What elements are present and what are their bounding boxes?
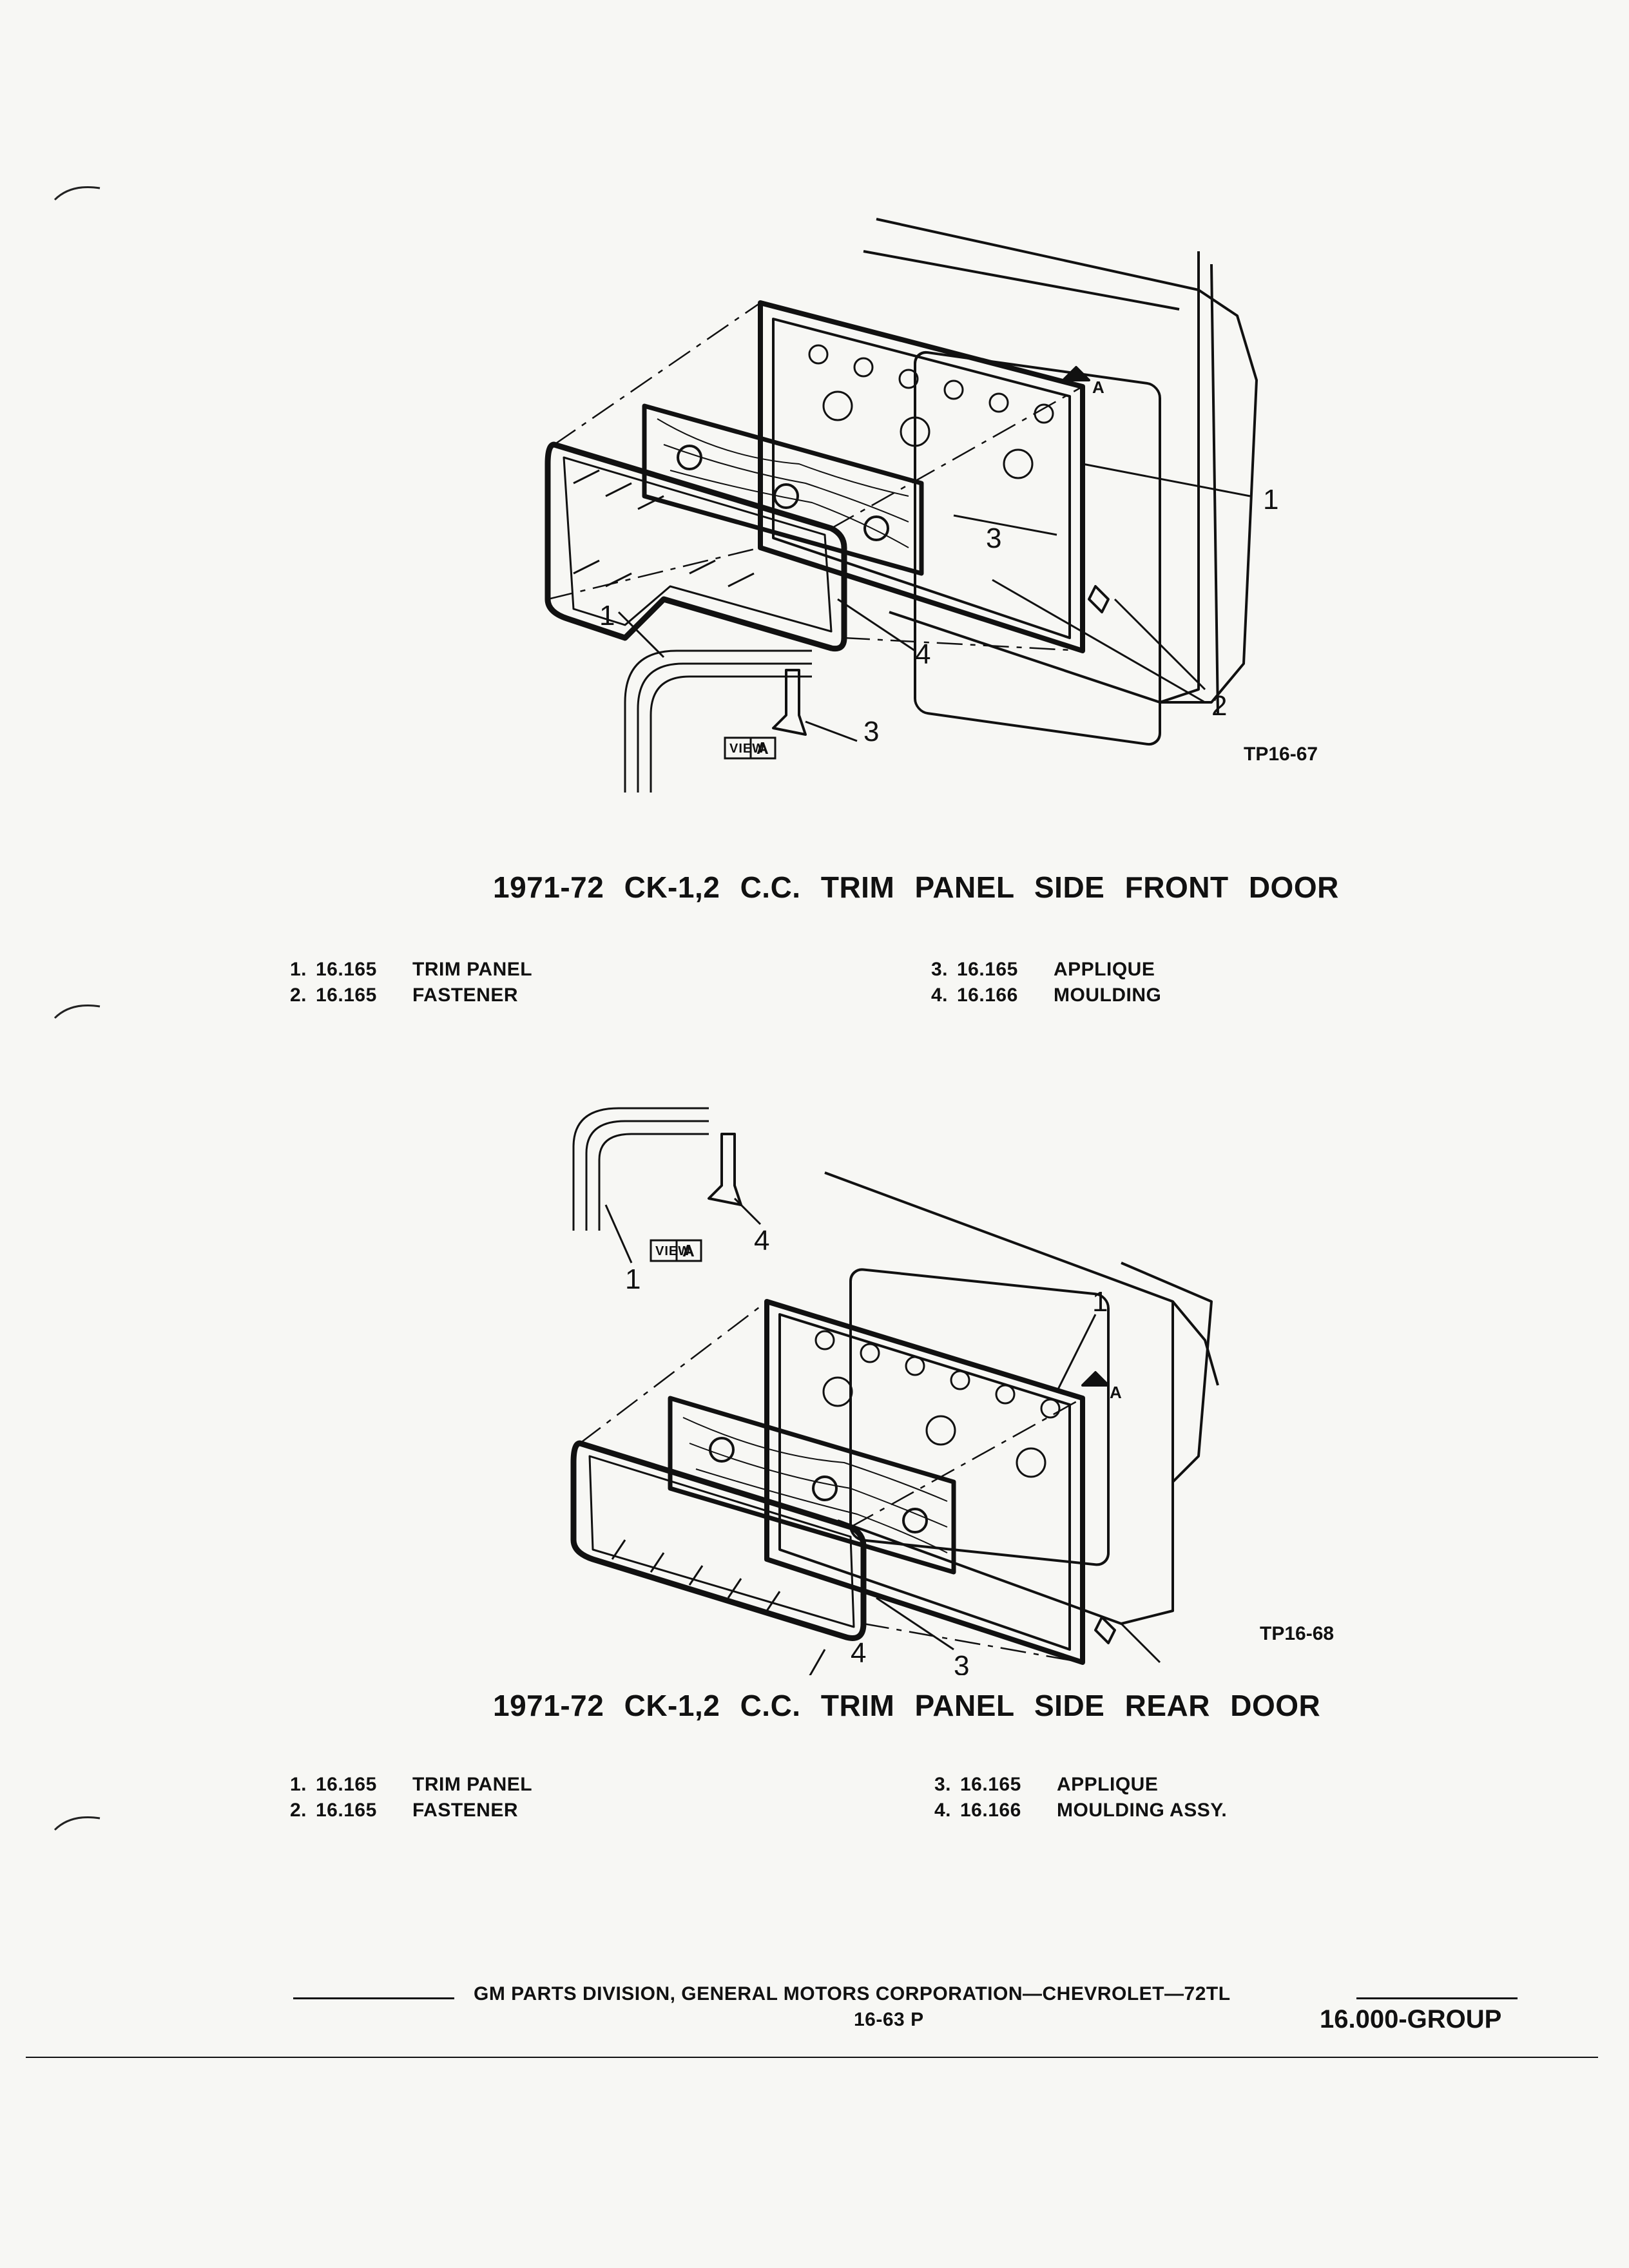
page-number: 16-63 P	[854, 2009, 924, 2030]
callout: 3	[954, 1650, 969, 1675]
callout: 1	[625, 1264, 641, 1295]
footer-publisher: GM PARTS DIVISION, GENERAL MOTORS CORPOR…	[474, 1983, 1231, 2004]
figure-code: TP16-67	[1244, 744, 1318, 765]
svg-text:VIEW: VIEW	[729, 742, 765, 756]
callout: 3	[863, 716, 879, 747]
callout: 4	[851, 1637, 866, 1669]
margin-mark	[53, 1816, 101, 1831]
arrow-label: A	[1110, 1383, 1122, 1402]
callout: 1	[1263, 484, 1278, 515]
margin-mark	[53, 1004, 101, 1019]
view-a-label: VIEW A	[650, 1239, 702, 1262]
svg-text:VIEW: VIEW	[655, 1244, 691, 1258]
view-a-label: VIEW A	[724, 736, 776, 760]
svg-text:A: A	[682, 1241, 695, 1260]
group-number: 16.000-GROUP	[1320, 2005, 1502, 2033]
margin-mark	[53, 186, 101, 201]
figure-code: TP16-68	[1260, 1623, 1334, 1644]
front-door-diagram: 1 1 2 3 3 4 A VIEW A TP16-67	[528, 213, 1327, 805]
svg-text:A: A	[757, 738, 769, 758]
figure-caption-rear: 1971-72 CK-1,2 C.C. TRIM PANEL SIDE REAR…	[493, 1689, 1321, 1722]
callout: 3	[986, 523, 1001, 554]
page-bottom-rule	[26, 2057, 1598, 2058]
figure-caption-front: 1971-72 CK-1,2 C.C. TRIM PANEL SIDE FRON…	[493, 870, 1339, 904]
callout: 1	[599, 600, 615, 631]
callout: 4	[915, 639, 930, 670]
callout: 1	[1092, 1286, 1108, 1318]
footer-rule-left	[293, 1997, 454, 1999]
rear-door-diagram: 1 1 3 4 4 A VIEW A TP16-68	[554, 1095, 1353, 1675]
callout: 2	[1211, 690, 1227, 722]
callout: 4	[754, 1225, 769, 1256]
footer-rule-right	[1356, 1997, 1518, 1999]
arrow-label: A	[1092, 378, 1104, 397]
